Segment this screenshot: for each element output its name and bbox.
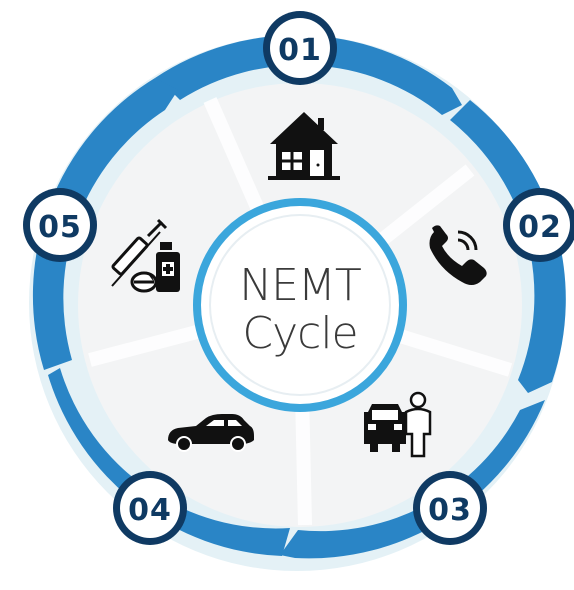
step-label-04: 04 [128,493,172,528]
center-title-line1: NEMT [239,260,361,311]
step-label-02: 02 [518,210,562,245]
ring-segment-2 [450,100,566,393]
center-inner-ring [209,214,391,396]
medication-icon [111,218,180,293]
ring-segment-3 [280,400,545,559]
ring-segment-1 [155,35,462,116]
step-label-05: 05 [38,210,82,245]
center-title-line2: Cycle [242,308,357,359]
house-icon [268,112,340,180]
step-badge-03: 03 [413,471,487,545]
step-badge-01: 01 [263,11,337,85]
step-label-01: 01 [278,33,322,68]
step-badge-04: 04 [113,471,187,545]
car-icon [168,414,254,452]
driver-with-car-icon [364,391,432,458]
step-label-03: 03 [428,493,472,528]
step-badge-02: 02 [503,188,574,262]
phone-icon [429,225,487,285]
step-badge-05: 05 [23,188,97,262]
